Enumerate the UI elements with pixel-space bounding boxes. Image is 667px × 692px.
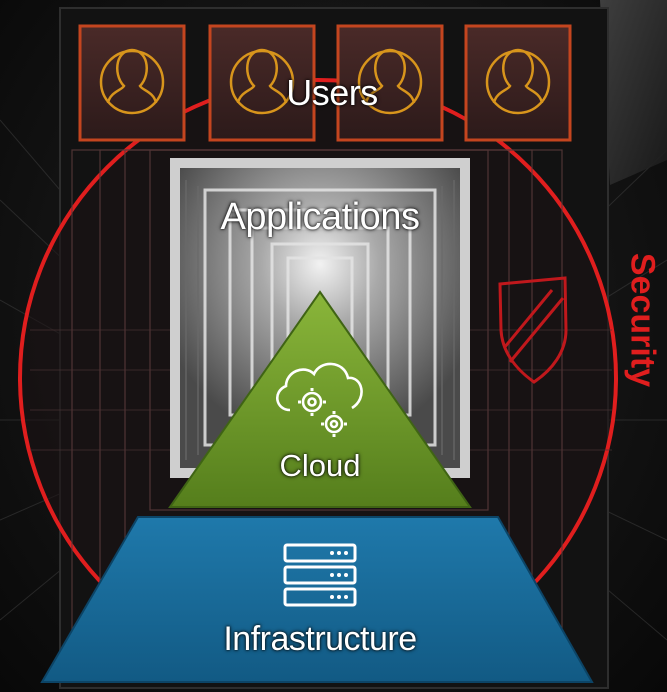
user-tile: [208, 24, 316, 142]
users-label: Users: [286, 72, 378, 113]
perspective-lines: [30, 329, 612, 451]
security-label: Security: [623, 252, 662, 388]
user-tile: [464, 24, 572, 142]
user-silhouette-icon: [485, 48, 551, 115]
infrastructure-layer: [40, 516, 594, 683]
server-rack-icon: [283, 543, 357, 607]
server-lights: [330, 551, 348, 599]
user-silhouette-icon: [99, 48, 165, 115]
user-silhouette-icon: [357, 48, 423, 115]
user-tile: [78, 24, 186, 142]
user-tiles: [78, 24, 572, 142]
cloud-label: Cloud: [279, 448, 361, 483]
corner-panel: [600, 0, 667, 185]
cloud-gears-icon: [276, 362, 363, 437]
user-tile: [336, 24, 444, 142]
infrastructure-label: Infrastructure: [223, 620, 417, 658]
shield-icon: [498, 276, 568, 384]
applications-label: Applications: [220, 196, 420, 238]
user-icons: [99, 48, 551, 115]
user-silhouette-icon: [229, 48, 295, 115]
